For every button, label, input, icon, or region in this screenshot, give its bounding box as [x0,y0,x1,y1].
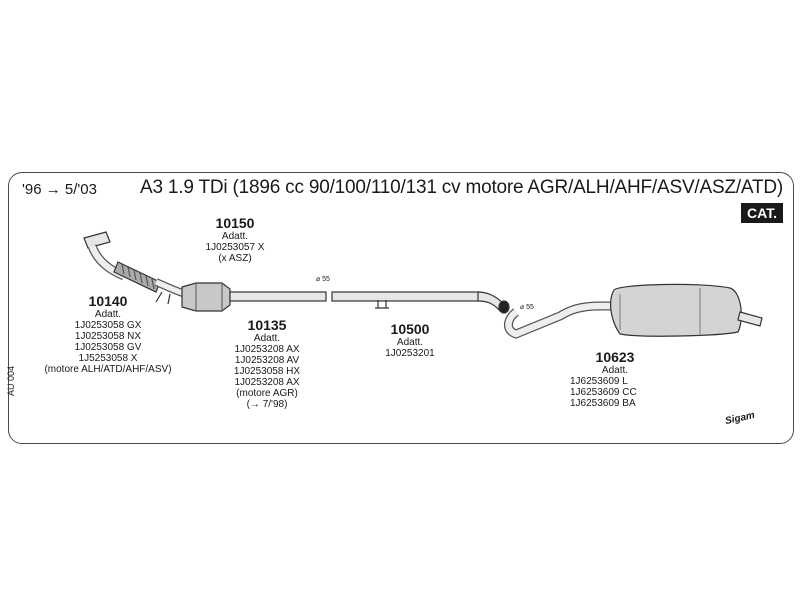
part-number: 10140 [88,293,128,309]
part-number: 10500 [390,321,430,337]
part-number: 10623 [595,349,635,365]
part-line: 1J0253058 HX [233,366,301,377]
catalyst-10135 [181,282,327,312]
part-line: 1J0253058 GV [74,342,142,353]
part-line: 1J6253609 L [570,376,628,387]
part-line: (→ 7/'98) [246,399,288,410]
middle-pipe-10500 [331,291,510,314]
part-line: 1J5253058 X [78,353,138,364]
part-10140: 10140 Adatt. 1J0253058 GX 1J0253058 NX 1… [28,293,188,375]
date-range: '96 → 5/'03 [22,181,97,198]
part-line: (motore AGR) [236,388,298,399]
model-title: A3 1.9 TDi (1896 cc 90/100/110/131 cv mo… [140,177,784,198]
part-line: 1J0253058 NX [74,331,142,342]
part-10135: 10135 Adatt. 1J0253208 AX 1J0253208 AV 1… [222,317,312,410]
part-line: (x ASZ) [218,253,252,264]
diameter-label-2: ⌀ 55 [520,304,534,311]
part-number: 10135 [247,317,287,333]
diameter-label-1: ⌀ 55 [316,276,330,283]
part-line: Adatt. [396,337,424,348]
part-line: 1J0253208 AX [234,377,300,388]
part-10623: 10623 Adatt. 1J6253609 L 1J6253609 CC 1J… [570,349,660,409]
part-line: Adatt. [94,309,122,320]
part-10500: 10500 Adatt. 1J0253201 [370,321,450,359]
part-line: 1J0253208 AX [234,344,300,355]
part-line: 1J0253201 [385,348,435,359]
part-number: 10150 [215,215,255,231]
part-line: Adatt. [221,231,249,242]
part-line: 1J0253208 AV [234,355,300,366]
part-line: 1J0253058 GX [74,320,142,331]
part-10150: 10150 Adatt. 1J0253057 X (x ASZ) [190,215,280,264]
front-pipe-10140 [83,231,188,305]
part-line: (motore ALH/ATD/AHF/ASV) [44,364,172,375]
part-line: Adatt. [253,333,281,344]
rear-silencer-10623 [504,283,763,339]
part-line: Adatt. [601,365,629,376]
cat-badge: CAT. [741,203,783,223]
part-line: 1J0253057 X [205,242,265,253]
part-line: 1J6253609 CC [570,387,637,398]
part-line: 1J6253609 BA [570,398,636,409]
